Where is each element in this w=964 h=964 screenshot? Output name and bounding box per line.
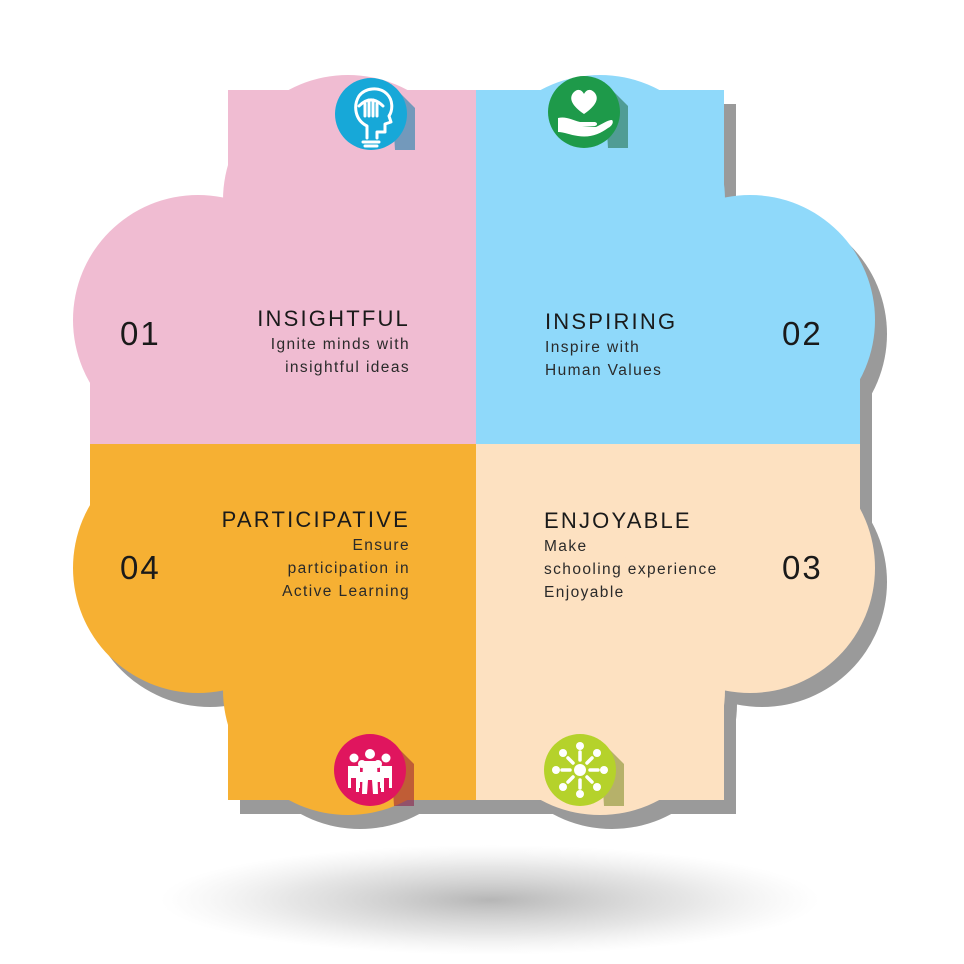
petal-title-participative: PARTICIPATIVE [222,507,410,532]
petal-desc-enjoyable-line1: Make [544,538,588,555]
petal-desc-participative-line2: participation in [288,560,410,577]
petal-desc-participative-line1: Ensure [352,537,410,554]
petal-desc-enjoyable-line2: schooling experience [544,561,718,578]
petal-desc-insightful-line2: insightful ideas [285,359,410,376]
people-circle-icon [544,734,624,806]
petal-desc-enjoyable-line3: Enjoyable [544,584,625,601]
petal-number-04: 04 [120,549,161,586]
lightbulb-head-icon [335,78,415,150]
petal-desc-participative-line3: Active Learning [282,583,410,600]
petal-number-01: 01 [120,315,161,352]
floor-shadow [160,845,820,955]
heart-in-hand-icon [548,76,628,148]
group-people-icon [334,734,414,806]
petal-desc-inspiring-line2: Human Values [545,362,662,379]
petal-title-insightful: INSIGHTFUL [257,306,410,331]
petal-number-02: 02 [782,315,823,352]
petal-desc-insightful-line1: Ignite minds with [271,336,410,353]
petal-desc-inspiring-line1: Inspire with [545,339,640,356]
petal-title-enjoyable: ENJOYABLE [544,508,692,533]
petal-number-03: 03 [782,549,823,586]
petal-title-inspiring: INSPIRING [545,309,677,334]
